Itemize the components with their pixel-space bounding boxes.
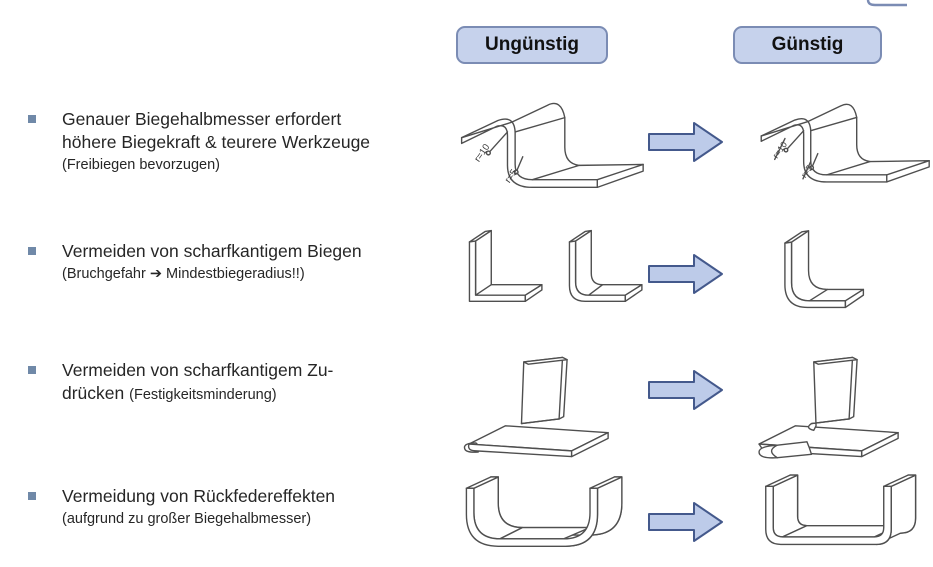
bullet-item-sharp-bending: Vermeiden von scharfkantigem Biegen (Bru… <box>28 240 428 285</box>
column-header-favorable: Günstig <box>733 26 882 64</box>
transform-arrow-icon <box>648 368 724 412</box>
transform-arrow-icon <box>648 252 724 296</box>
bullet-item-springback: Vermeidung von Rückfedereffekten (aufgru… <box>28 485 428 530</box>
bullet3-note: (Festigkeitsminderung) <box>129 387 277 404</box>
bullet1-line2: höhere Biegekraft & teurere Werkzeuge <box>62 132 371 153</box>
bullet-item-bend-radius: Genauer Biegehalbmesser erfordert höhere… <box>28 108 428 176</box>
bullet2-line1: Vermeiden von scharfkantigem Biegen <box>62 241 362 261</box>
transform-arrow-icon <box>648 120 724 164</box>
bullet-square-icon <box>28 366 36 374</box>
bullet-text: Vermeiden von scharfkantigem Biegen (Bru… <box>62 240 362 285</box>
figure-sbend-favorable: r=10 r=5 <box>752 90 933 189</box>
bullet4-line1: Vermeidung von Rückfedereffekten <box>62 486 336 506</box>
bullet1-line1: Genauer Biegehalbmesser erfordert <box>62 109 342 129</box>
bullet-text: Genauer Biegehalbmesser erfordert höhere… <box>62 108 370 176</box>
figure-tee-round-favorable <box>752 346 912 460</box>
figure-uchannel-small-radius-favorable <box>748 462 933 565</box>
bullet-square-icon <box>28 492 36 500</box>
bullet-text: Vermeidung von Rückfedereffekten (aufgru… <box>62 485 335 530</box>
figure-angle-round-favorable <box>766 228 870 332</box>
figure-uchannel-large-radius-unfavorable <box>448 462 644 565</box>
cropped-shape-fragment <box>866 0 908 8</box>
bullet3-line1: Vermeiden von scharfkantigem Zu- <box>62 360 334 380</box>
transform-arrow-icon <box>648 500 724 544</box>
figure-tee-pressed-unfavorable <box>462 346 622 460</box>
figure-angle-sharp-unfavorable <box>452 228 548 324</box>
bullet4-note: (aufgrund zu großer Biegehalbmesser) <box>62 511 312 528</box>
bullet-text: Vermeiden von scharfkantigem Zu- drücken… <box>62 359 333 405</box>
bullet1-note: (Freibiegen bevorzugen) <box>62 157 220 174</box>
column-header-unfavorable: Ungünstig <box>456 26 608 64</box>
bullet2-note: (Bruchgefahr ➔ Mindestbiegeradius!!) <box>62 266 305 283</box>
bullet-square-icon <box>28 115 36 123</box>
figure-angle-small-radius-unfavorable <box>552 228 648 324</box>
bullet-item-sharp-pressing: Vermeiden von scharfkantigem Zu- drücken… <box>28 359 428 405</box>
bullet-square-icon <box>28 247 36 255</box>
column-header-favorable-label: Günstig <box>771 34 844 55</box>
column-header-unfavorable-label: Ungünstig <box>485 34 579 55</box>
bullet3-line2: drücken <box>62 383 125 404</box>
figure-sbend-unfavorable: r=10 r=5 <box>452 88 648 195</box>
